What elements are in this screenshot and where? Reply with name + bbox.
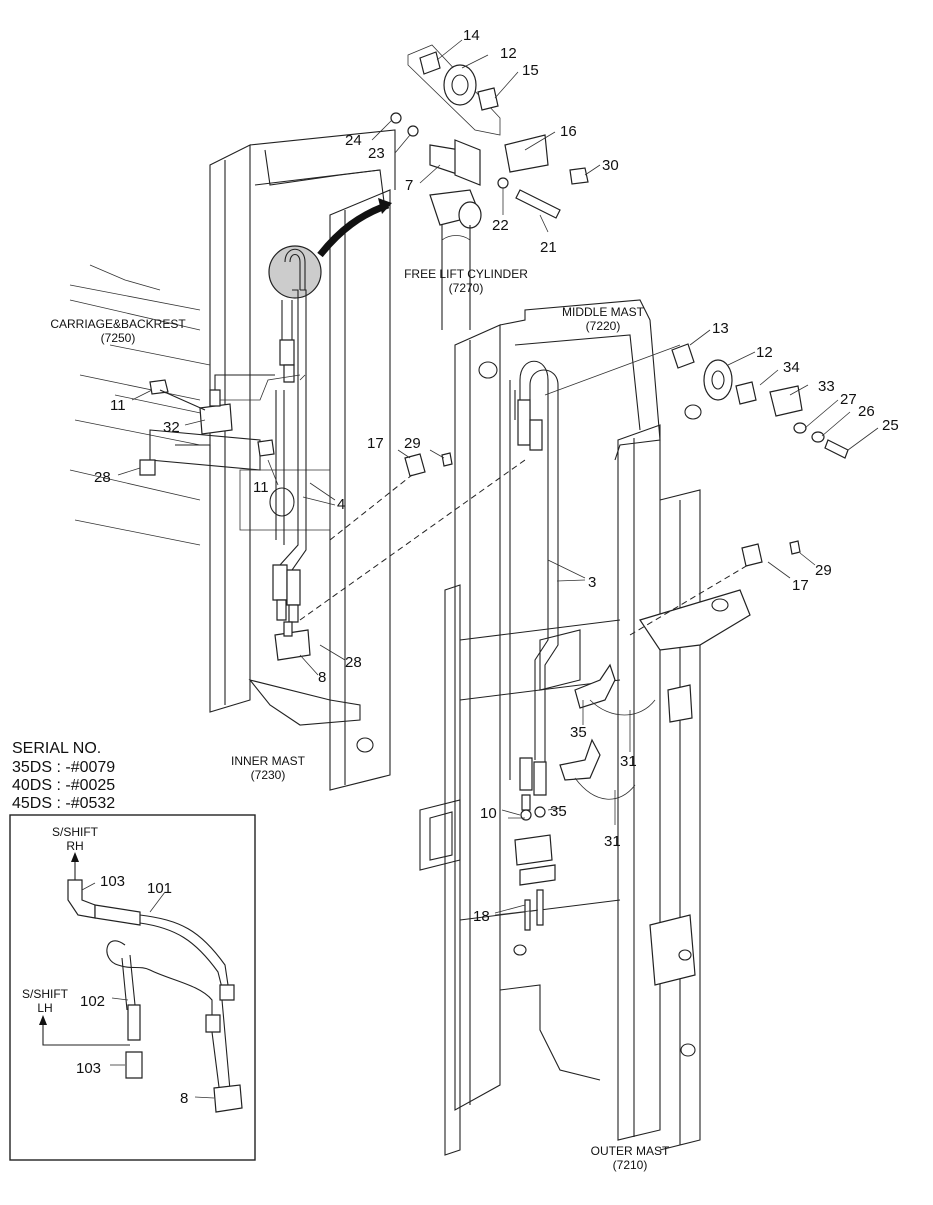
inset-rh-label-line2: RH	[66, 839, 83, 853]
callout-35-upper: 35	[570, 724, 587, 741]
callout-21: 21	[540, 239, 557, 256]
callout-22: 22	[492, 217, 509, 234]
callout-101: 101	[147, 880, 172, 897]
callout-31-upper: 31	[620, 753, 637, 770]
callout-25: 25	[882, 417, 899, 434]
section-labels: FREE LIFT CYLINDER (7270) CARRIAGE&BACKR…	[50, 267, 670, 1172]
inset-labels: S/SHIFT RH S/SHIFT LH	[22, 825, 99, 1015]
callout-34: 34	[783, 359, 800, 376]
label-inner-mast-code: (7230)	[251, 768, 286, 782]
inset-lh-label-line2: LH	[37, 1001, 52, 1015]
serial-line-45ds: 45DS : -#0532	[12, 795, 115, 812]
callout-23: 23	[368, 145, 385, 162]
inner-mast-hoses	[272, 289, 311, 661]
label-middle-mast: MIDDLE MAST	[562, 305, 645, 319]
callout-15: 15	[522, 62, 539, 79]
callout-12-top: 12	[500, 45, 517, 62]
callout-18: 18	[473, 908, 490, 925]
callout-32: 32	[163, 419, 180, 436]
callout-26: 26	[858, 403, 875, 420]
callout-14: 14	[463, 27, 480, 44]
inset-lh-label-line1: S/SHIFT	[22, 987, 69, 1001]
label-outer-mast: OUTER MAST	[591, 1144, 670, 1158]
inner-mast-drawing	[69, 129, 396, 791]
callout-35-lower: 35	[550, 803, 567, 820]
callout-10: 10	[480, 805, 497, 822]
label-middle-mast-code: (7220)	[586, 319, 621, 333]
callout-30: 30	[602, 157, 619, 174]
label-free-lift-cylinder-code: (7270)	[449, 281, 484, 295]
callout-3: 3	[588, 574, 596, 591]
callout-31-lower: 31	[604, 833, 621, 850]
callout-16: 16	[560, 123, 577, 140]
label-carriage-backrest: CARRIAGE&BACKREST	[50, 317, 186, 331]
hose-clamps	[404, 452, 801, 800]
tee-block-32	[139, 374, 275, 476]
callout-12-right: 12	[756, 344, 773, 361]
label-carriage-backrest-code: (7250)	[101, 331, 136, 345]
callout-29-right: 29	[815, 562, 832, 579]
callout-7: 7	[405, 177, 413, 194]
callout-11-left: 11	[110, 397, 126, 414]
inset-rh-label-line1: S/SHIFT	[52, 825, 99, 839]
callout-8-main: 8	[318, 669, 326, 686]
callout-11-mid: 11	[253, 479, 269, 496]
callout-numbers: 14 12 15 24 23 16 30 7 22 21 13 12 34 33…	[76, 27, 899, 1107]
sheave-assembly	[671, 343, 849, 459]
inset-panel	[9, 814, 256, 1161]
free-lift-cylinder-drawing	[390, 44, 589, 330]
label-inner-mast: INNER MAST	[231, 754, 306, 768]
label-outer-mast-code: (7210)	[613, 1158, 648, 1172]
callout-103-top: 103	[100, 873, 125, 890]
callout-4: 4	[337, 496, 345, 513]
serial-line-35ds: 35DS : -#0079	[12, 759, 115, 776]
serial-title: SERIAL NO.	[12, 740, 101, 757]
callout-17-right: 17	[792, 577, 809, 594]
callout-27: 27	[840, 391, 857, 408]
callout-33: 33	[818, 378, 835, 395]
callout-102: 102	[80, 993, 105, 1010]
callout-13: 13	[712, 320, 729, 337]
serial-block: SERIAL NO. 35DS : -#0079 40DS : -#0025 4…	[12, 740, 115, 812]
callout-29-left: 29	[404, 435, 421, 452]
callout-8-inset: 8	[180, 1090, 188, 1107]
middle-mast-hoses	[509, 360, 559, 931]
label-free-lift-cylinder: FREE LIFT CYLINDER	[404, 267, 528, 281]
callout-103-bottom: 103	[76, 1060, 101, 1077]
callout-28-left: 28	[94, 469, 111, 486]
callout-24: 24	[345, 132, 362, 149]
callout-28-right: 28	[345, 654, 362, 671]
inset-border	[9, 814, 256, 1161]
leader-lines	[117, 39, 879, 916]
callout-17-left: 17	[367, 435, 384, 452]
serial-line-40ds: 40DS : -#0025	[12, 777, 115, 794]
outer-mast-drawing	[419, 299, 751, 1156]
